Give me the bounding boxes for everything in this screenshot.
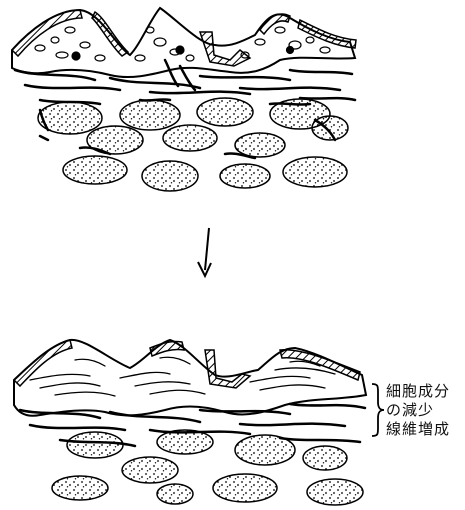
annotation-label: 細胞成分 の減少 線維増成 <box>386 382 464 439</box>
top-tissue-panel <box>12 8 356 191</box>
bottom-tissue-panel <box>14 340 366 505</box>
bottom-stippled-bodies <box>52 430 363 505</box>
annotation-line-3: 線維増成 <box>386 420 464 439</box>
top-fibers <box>15 60 355 104</box>
transition-arrow <box>198 228 211 276</box>
bottom-fine-fibers <box>30 357 335 396</box>
annotation-line-2: の減少 <box>386 401 464 420</box>
bottom-cuticle-1 <box>14 340 72 386</box>
annotation-line-1: 細胞成分 <box>386 382 464 401</box>
top-stippled-bodies <box>38 98 348 191</box>
top-cuticle-4 <box>298 20 356 48</box>
top-cells <box>35 27 330 61</box>
annotation-brace <box>372 384 384 436</box>
bottom-cuticle-3 <box>205 350 250 388</box>
bottom-cuticle-4 <box>280 350 360 380</box>
bottom-cuticle-2 <box>150 341 184 356</box>
top-cuticle-2 <box>92 12 128 56</box>
top-cuticle-3 <box>200 32 250 66</box>
